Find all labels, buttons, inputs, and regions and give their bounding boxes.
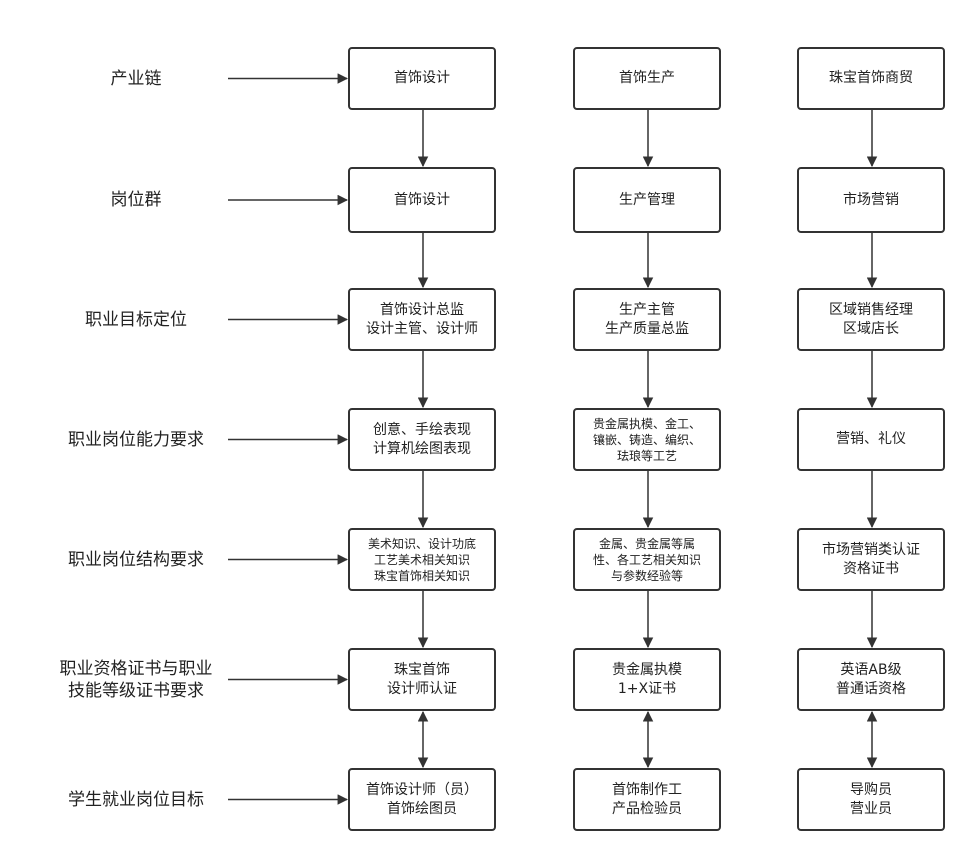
flow-box: 生产主管生产质量总监 bbox=[573, 288, 721, 351]
box-text-line: 性、各工艺相关知识 bbox=[592, 552, 701, 567]
row-label: 学生就业岗位目标 bbox=[36, 789, 236, 811]
row-label: 岗位群 bbox=[36, 189, 236, 211]
row-label-line: 岗位群 bbox=[110, 190, 162, 210]
box-text-line: 珠宝首饰相关知识 bbox=[373, 568, 470, 583]
flow-box: 区域销售经理区域店长 bbox=[797, 288, 945, 351]
row-label-line: 职业岗位能力要求 bbox=[68, 429, 204, 450]
box-text-line: 首饰设计 bbox=[394, 70, 450, 86]
flow-box: 市场营销 bbox=[797, 167, 945, 233]
box-text-line: 英语AB级 bbox=[840, 661, 902, 678]
flow-box: 珠宝首饰设计师认证 bbox=[348, 648, 496, 711]
flow-box: 英语AB级普通话资格 bbox=[797, 648, 945, 711]
flow-box: 首饰设计总监设计主管、设计师 bbox=[348, 288, 496, 351]
box-text-line: 创意、手绘表现 bbox=[373, 421, 471, 438]
flow-box: 创意、手绘表现计算机绘图表现 bbox=[348, 408, 496, 471]
flow-box: 营销、礼仪 bbox=[797, 408, 945, 471]
row-label-line: 职业资格证书与职业 bbox=[59, 658, 213, 679]
row-label-line: 职业岗位结构要求 bbox=[68, 549, 204, 570]
row-label: 职业岗位能力要求 bbox=[36, 429, 236, 451]
box-text-line: 珠宝首饰 bbox=[394, 661, 450, 678]
flow-box: 生产管理 bbox=[573, 167, 721, 233]
box-text-line: 镶嵌、铸造、编织、 bbox=[592, 432, 701, 447]
box-text-line: 生产管理 bbox=[619, 191, 675, 208]
box-text-line: 贵金属执模 bbox=[612, 661, 682, 678]
box-text-line: 生产质量总监 bbox=[605, 320, 689, 337]
flow-box: 市场营销类认证资格证书 bbox=[797, 528, 945, 591]
row-label: 职业岗位结构要求 bbox=[36, 549, 236, 571]
row-label: 职业目标定位 bbox=[36, 309, 236, 331]
box-text-line: 首饰生产 bbox=[619, 70, 675, 86]
box-text-line: 首饰设计总监 bbox=[380, 301, 464, 318]
box-text-line: 金属、贵金属等属 bbox=[598, 536, 695, 551]
box-text-line: 计算机绘图表现 bbox=[373, 440, 471, 457]
box-text-line: 首饰设计师（员） bbox=[366, 781, 478, 798]
box-text-line: 首饰绘图员 bbox=[387, 800, 457, 817]
box-text-line: 1+X证书 bbox=[617, 680, 677, 697]
box-text-line: 市场营销 bbox=[843, 191, 899, 208]
flow-box: 贵金属执模、金工、镶嵌、铸造、编织、珐琅等工艺 bbox=[573, 408, 721, 471]
box-text-line: 与参数经验等 bbox=[610, 568, 683, 583]
flow-box: 珠宝首饰商贸 bbox=[797, 47, 945, 110]
box-text-line: 资格证书 bbox=[843, 560, 899, 577]
box-text-line: 珠宝首饰商贸 bbox=[829, 70, 913, 86]
flow-box: 贵金属执模 1+X证书 bbox=[573, 648, 721, 711]
box-text-line: 设计师认证 bbox=[387, 680, 457, 697]
row-label: 产业链 bbox=[36, 68, 236, 90]
box-text-line: 营业员 bbox=[850, 800, 892, 817]
box-text-line: 设计主管、设计师 bbox=[366, 320, 478, 337]
flow-box: 首饰制作工产品检验员 bbox=[573, 768, 721, 831]
row-label-line: 学生就业岗位目标 bbox=[68, 789, 204, 810]
flow-box: 首饰设计 bbox=[348, 47, 496, 110]
flow-box: 首饰设计师（员） 首饰绘图员 bbox=[348, 768, 496, 831]
box-text-line: 营销、礼仪 bbox=[836, 431, 906, 447]
row-label: 职业资格证书与职业技能等级证书要求 bbox=[36, 658, 236, 702]
box-text-line: 区域销售经理 bbox=[829, 301, 913, 318]
box-text-line: 珐琅等工艺 bbox=[616, 448, 677, 463]
box-text-line: 导购员 bbox=[850, 781, 892, 798]
flow-box: 首饰生产 bbox=[573, 47, 721, 110]
flow-box: 导购员营业员 bbox=[797, 768, 945, 831]
box-text-line: 产品检验员 bbox=[612, 800, 682, 817]
box-text-line: 首饰制作工 bbox=[612, 781, 682, 798]
box-text-line: 区域店长 bbox=[843, 320, 899, 337]
box-text-line: 普通话资格 bbox=[836, 680, 906, 697]
flow-box: 美术知识、设计功底工艺美术相关知识珠宝首饰相关知识 bbox=[348, 528, 496, 591]
box-text-line: 贵金属执模、金工、 bbox=[592, 416, 701, 431]
flow-box: 金属、贵金属等属性、各工艺相关知识与参数经验等 bbox=[573, 528, 721, 591]
box-text-line: 生产主管 bbox=[619, 301, 675, 318]
box-text-line: 美术知识、设计功底 bbox=[367, 536, 476, 551]
flow-box: 首饰设计 bbox=[348, 167, 496, 233]
row-label-line: 职业目标定位 bbox=[85, 309, 187, 330]
box-text-line: 市场营销类认证 bbox=[822, 541, 920, 558]
row-label-line: 产业链 bbox=[110, 68, 162, 89]
box-text-line: 首饰设计 bbox=[394, 191, 450, 208]
row-label-line: 技能等级证书要求 bbox=[68, 680, 204, 701]
box-text-line: 工艺美术相关知识 bbox=[373, 552, 470, 567]
